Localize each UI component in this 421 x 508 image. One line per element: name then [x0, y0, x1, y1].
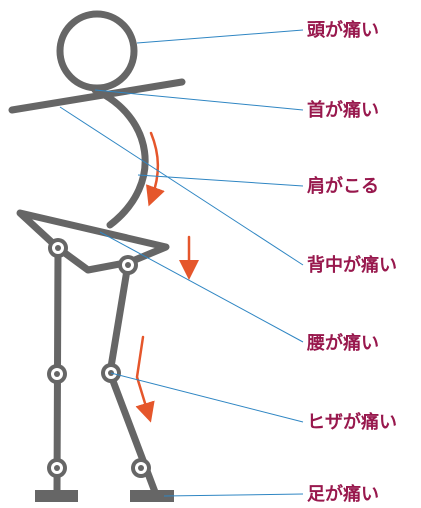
joint-left-hip [48, 238, 68, 258]
pelvis-shape [16, 209, 170, 274]
label-foot: 足が痛い [307, 484, 379, 505]
spine-curve [91, 86, 149, 229]
label-knee: ヒザが痛い [307, 412, 397, 433]
leader-head [136, 29, 304, 44]
right-upper-leg [106, 260, 132, 377]
shoulder-bar [8, 78, 186, 114]
head-circle [56, 10, 138, 92]
leader-lower-back [99, 231, 304, 343]
leader-lines [59, 29, 304, 497]
label-shoulder: 肩がこる [307, 176, 379, 197]
leader-shoulder [137, 174, 304, 187]
label-head: 頭が痛い [307, 20, 379, 41]
joint-left-ankle [47, 458, 67, 478]
leader-neck [94, 89, 304, 111]
leader-foot [163, 493, 304, 497]
knee-arrow [135, 335, 155, 423]
joint-right-hip [118, 255, 138, 275]
stick-figure [8, 10, 186, 496]
joint-right-ankle [131, 458, 151, 478]
right-foot-block [130, 490, 174, 502]
back-curve-arrow [146, 131, 165, 207]
label-neck: 首が痛い [307, 100, 379, 121]
leader-back [59, 106, 304, 266]
joints [47, 238, 151, 478]
label-lower-back: 腰が痛い [307, 333, 379, 354]
joint-left-knee [47, 364, 67, 384]
leader-knee [110, 372, 304, 423]
strain-arrows [135, 131, 199, 423]
left-foot-block [35, 490, 78, 502]
label-back: 背中が痛い [307, 255, 397, 276]
